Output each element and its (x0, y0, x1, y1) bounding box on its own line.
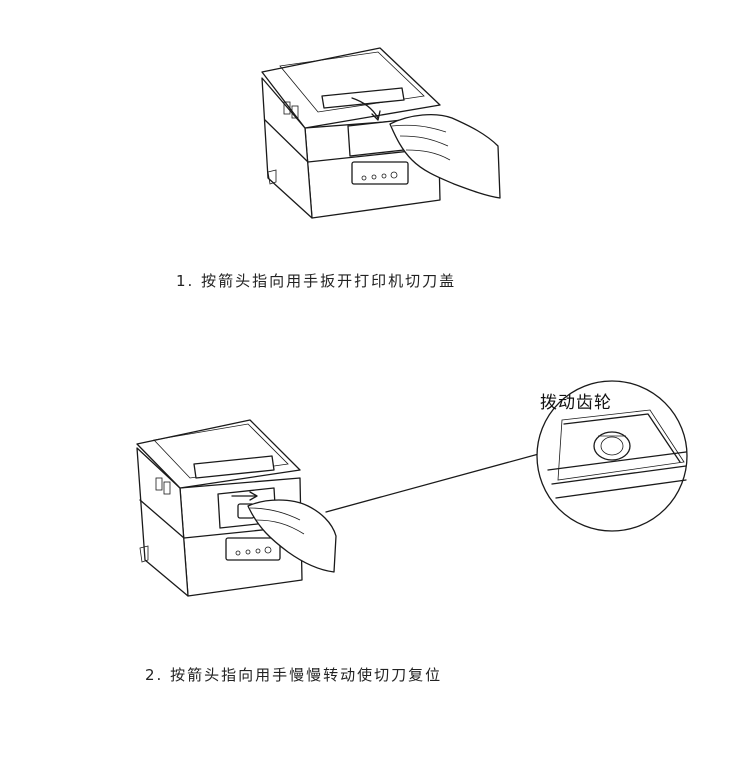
gear-callout-label: 拨动齿轮 (540, 393, 612, 413)
step-1-caption: 1. 按箭头指向用手扳开打印机切刀盖 (176, 272, 457, 290)
printer-illustration-step1 (261, 47, 501, 219)
gear-zoom-detail (536, 380, 688, 532)
printer-illustration-step2 (136, 419, 547, 597)
step-2-caption: 2. 按箭头指向用手慢慢转动使切刀复位 (145, 666, 443, 684)
